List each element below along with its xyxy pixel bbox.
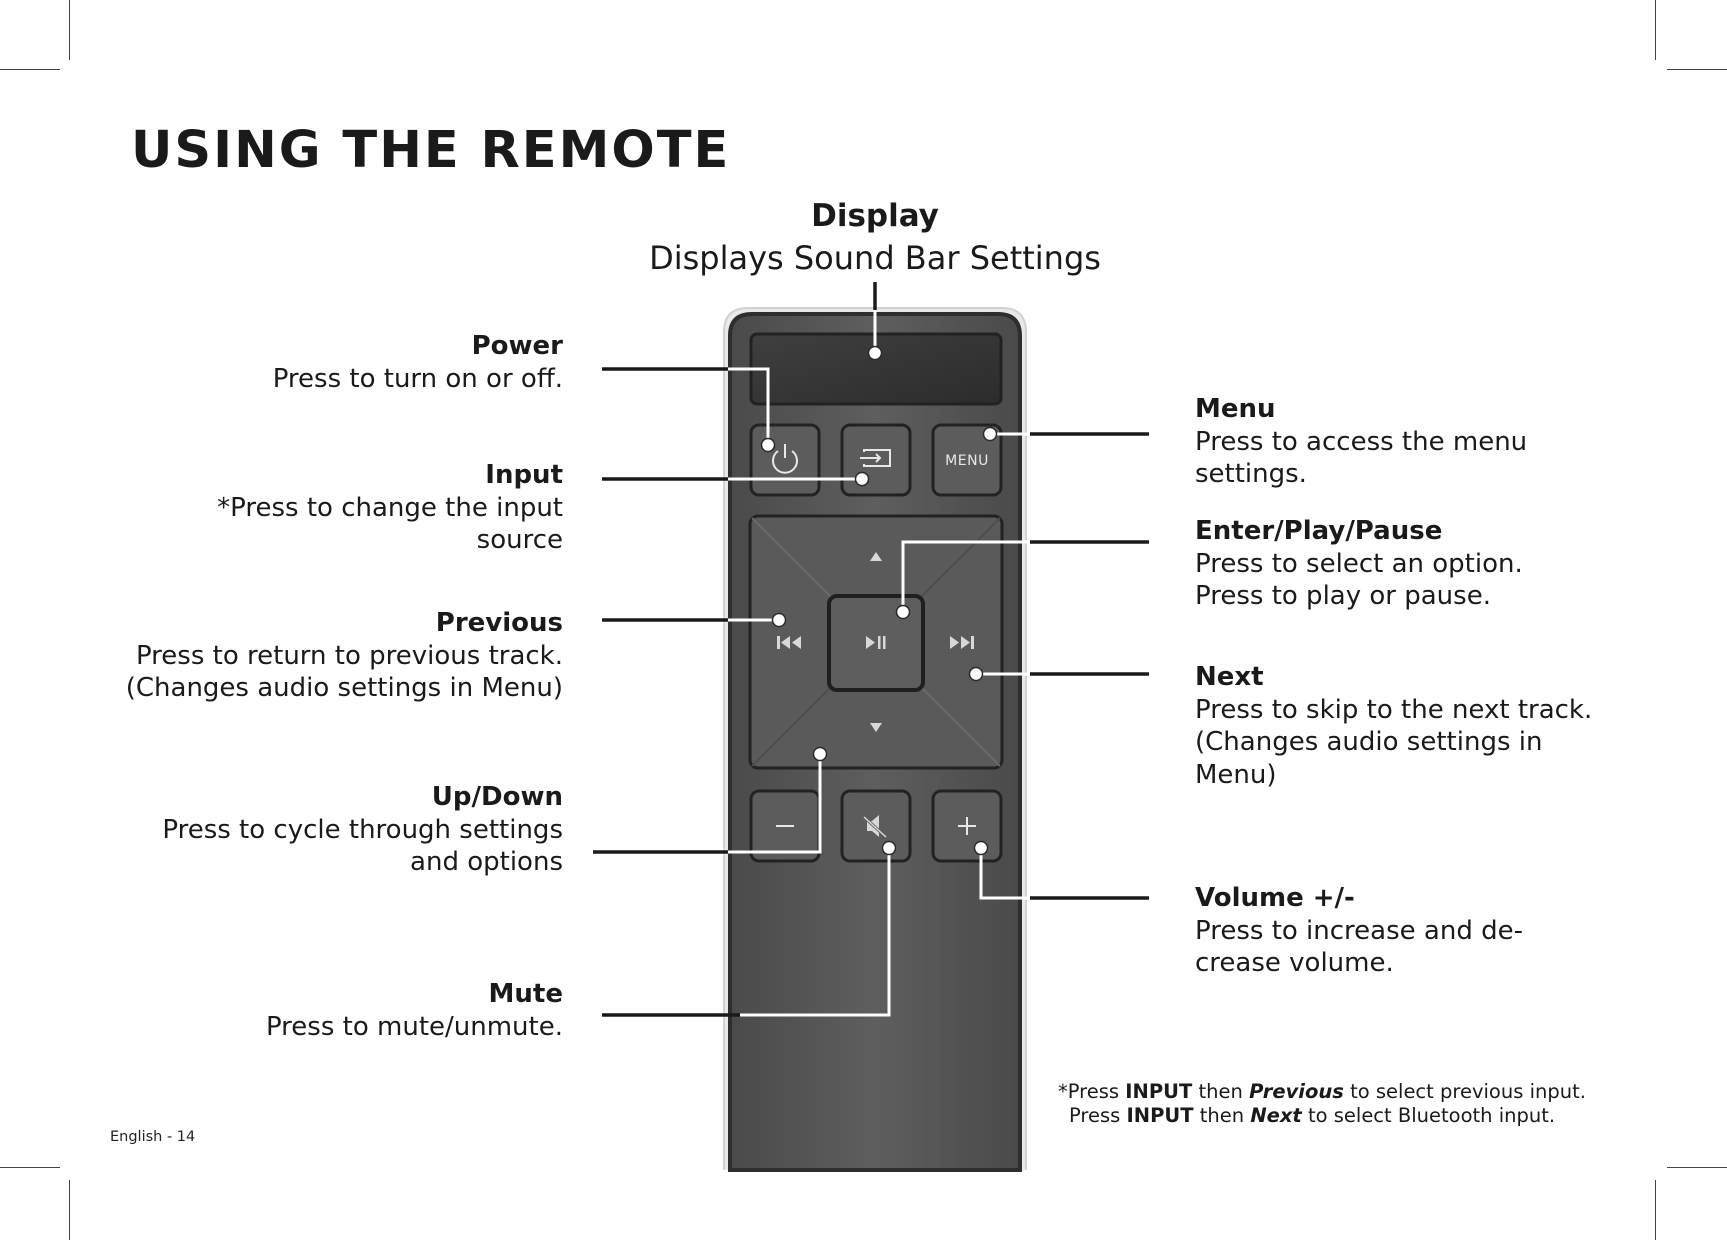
power-icon — [772, 444, 798, 474]
footnote-text: *Press — [1058, 1080, 1126, 1103]
menu-button-text: MENU — [945, 453, 989, 469]
next-callout: Next Press to skip to the next track. (C… — [1195, 661, 1592, 791]
volume-up-button[interactable] — [931, 789, 1003, 863]
menu-callout-heading: Menu — [1195, 394, 1276, 424]
play-pause-icon — [866, 636, 886, 649]
footnote-text: then — [1192, 1080, 1250, 1103]
previous-icon — [777, 636, 801, 649]
callout-dots — [760, 345, 998, 856]
crop-mark — [1667, 69, 1727, 70]
footnote: *Press INPUT then Previous to select pre… — [1058, 1080, 1586, 1128]
footnote-text: then — [1193, 1104, 1251, 1127]
updown-callout: Up/Down Press to cycle through settings … — [162, 781, 563, 879]
volume-callout-text: crease volume. — [1195, 948, 1394, 978]
up-arrow-icon — [870, 552, 882, 561]
input-callout-text: *Press to change the input — [217, 492, 563, 523]
volume-callout: Volume +/- Press to increase and de- cre… — [1195, 882, 1523, 980]
mute-callout: Mute Press to mute/unmute. — [266, 978, 563, 1043]
crop-mark — [0, 1167, 60, 1168]
power-callout-text: Press to turn on or off. — [272, 363, 563, 394]
previous-callout: Previous Press to return to previous tra… — [126, 607, 563, 705]
crop-mark — [1655, 0, 1656, 60]
enter-callout-text: Press to select an option. — [1195, 548, 1523, 579]
input-dot — [854, 471, 870, 487]
updown-callout-text: and options — [410, 847, 563, 877]
enter-callout: Enter/Play/Pause Press to select an opti… — [1195, 515, 1523, 613]
input-callout: Input *Press to change the input source — [217, 459, 563, 557]
mute-button[interactable] — [840, 789, 912, 863]
display-dot — [867, 345, 883, 361]
footnote-line-2: Press INPUT then Next to select Bluetoot… — [1058, 1104, 1586, 1128]
mute-icon — [862, 815, 888, 839]
input-callout-heading: Input — [485, 460, 563, 490]
power-button[interactable] — [749, 423, 821, 497]
volume-dot — [973, 840, 989, 856]
display-callout: Display Displays Sound Bar Settings — [575, 196, 1175, 280]
page-number: English - 14 — [110, 1129, 196, 1145]
updown-callout-text: Press to cycle through settings — [162, 814, 563, 845]
input-callout-text: source — [476, 525, 563, 555]
crop-mark — [69, 0, 70, 60]
display-callout-description: Displays Sound Bar Settings — [649, 239, 1101, 277]
display-callout-heading: Display — [811, 198, 939, 234]
power-dot — [760, 437, 776, 453]
previous-callout-text: (Changes audio settings in Menu) — [125, 673, 563, 703]
power-callout: Power Press to turn on or off. — [273, 330, 563, 395]
footnote-text: to select Bluetooth input. — [1301, 1104, 1556, 1127]
footnote-input-key: INPUT — [1125, 1080, 1193, 1103]
menu-dot — [982, 426, 998, 442]
volume-callout-heading: Volume +/- — [1195, 883, 1355, 913]
next-callout-heading: Next — [1195, 662, 1264, 692]
next-icon — [950, 636, 974, 649]
next-dot — [968, 666, 984, 682]
footnote-line-1: *Press INPUT then Previous to select pre… — [1058, 1080, 1586, 1104]
crop-mark — [0, 69, 60, 70]
next-callout-text: (Changes audio settings in — [1195, 727, 1543, 757]
enter-callout-text: Press to play or pause. — [1195, 581, 1491, 611]
down-arrow-icon — [870, 723, 882, 732]
crop-mark — [1667, 1167, 1727, 1168]
footnote-input-key: INPUT — [1126, 1104, 1194, 1127]
previous-dot — [771, 612, 787, 628]
mute-dot — [881, 840, 897, 856]
enter-play-pause-button[interactable] — [827, 594, 925, 692]
footnote-next-key: Next — [1250, 1104, 1302, 1127]
mute-callout-text: Press to mute/unmute. — [265, 1011, 563, 1042]
mute-callout-heading: Mute — [488, 979, 563, 1009]
page-title: USING THE REMOTE — [131, 121, 731, 180]
previous-callout-text: Press to return to previous track. — [135, 640, 563, 671]
menu-callout-text: Press to access the menu — [1195, 426, 1528, 457]
power-callout-heading: Power — [471, 331, 563, 361]
crop-mark — [69, 1180, 70, 1240]
input-icon — [860, 449, 891, 467]
previous-callout-heading: Previous — [435, 608, 563, 638]
updown-dot — [812, 746, 828, 762]
plus-icon — [958, 817, 976, 835]
updown-callout-heading: Up/Down — [431, 782, 563, 812]
input-button[interactable] — [840, 423, 912, 497]
next-callout-text: Menu) — [1195, 759, 1277, 790]
footnote-text: to select previous input. — [1343, 1080, 1586, 1103]
volume-callout-text: Press to increase and de- — [1195, 915, 1523, 946]
menu-callout-text: settings. — [1195, 459, 1307, 489]
crop-mark — [1655, 1180, 1656, 1240]
footnote-previous-key: Previous — [1249, 1080, 1344, 1103]
enter-callout-heading: Enter/Play/Pause — [1195, 516, 1443, 546]
enter-dot — [895, 604, 911, 620]
footnote-text: Press — [1069, 1104, 1127, 1127]
menu-callout: Menu Press to access the menu settings. — [1195, 393, 1527, 491]
leader-lines — [593, 282, 1149, 1017]
menu-button[interactable]: MENU — [931, 423, 1003, 497]
next-callout-text: Press to skip to the next track. — [1195, 694, 1593, 725]
